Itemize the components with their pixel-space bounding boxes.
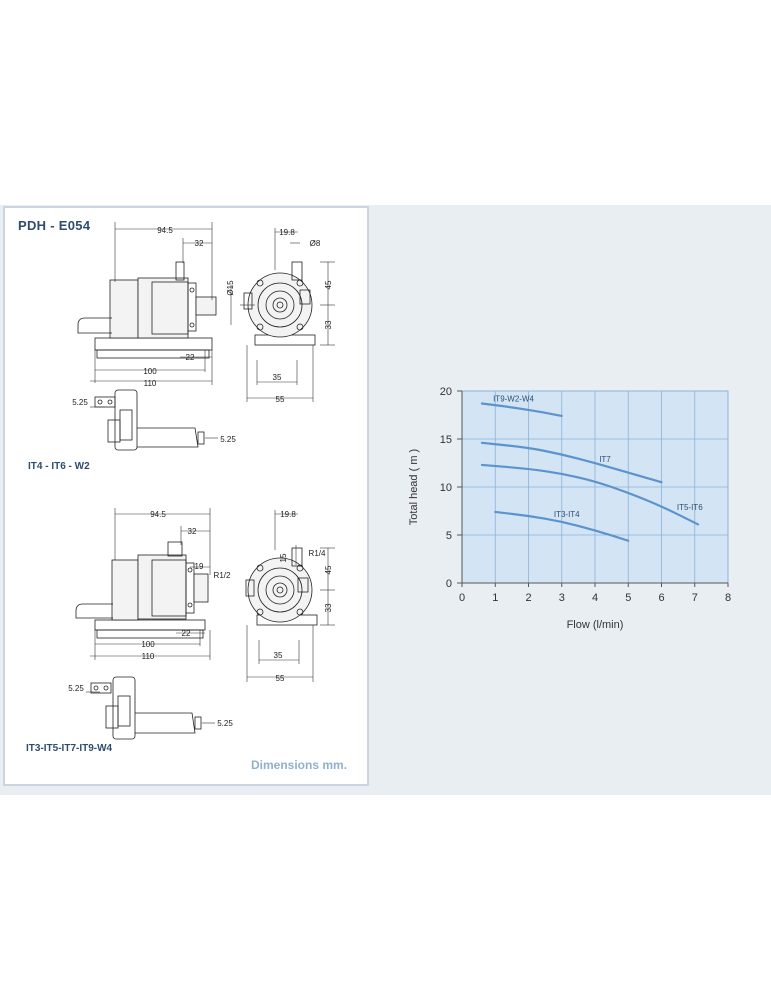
dim-35-top: 35 — [273, 373, 282, 382]
dim-d8-top: Ø8 — [310, 239, 321, 248]
dim-110-bottom: 110 — [142, 652, 155, 661]
x-tick-label: 8 — [725, 592, 731, 604]
pump-side-view-bottom — [75, 541, 209, 639]
dim-33-top: 33 — [324, 320, 333, 329]
dim-5-25a-bottom: 5.25 — [68, 684, 84, 693]
pump-mount-view-top — [94, 389, 205, 451]
dim-22-top: 22 — [186, 353, 195, 362]
series-line-it5-it6 — [480, 463, 700, 526]
dim-100-bottom: 100 — [141, 640, 155, 649]
dim-19-8-top: 19.8 — [279, 228, 295, 237]
x-tick-label: 1 — [492, 592, 498, 604]
dim-r14-bottom: R1/4 — [309, 549, 326, 558]
y-tick-label: 5 — [446, 530, 452, 542]
dim-94-5-bottom: 94.5 — [150, 510, 166, 519]
series-line-it3-it4 — [494, 510, 630, 542]
x-tick-label: 2 — [525, 592, 531, 604]
series-label-it9-w2-w4: IT9-W2-W4 — [493, 395, 534, 404]
y-tick-label: 15 — [440, 434, 452, 446]
dim-94-5-top: 94.5 — [157, 226, 173, 235]
dim-5-25b-bottom: 5.25 — [217, 719, 233, 728]
x-tick-label: 5 — [625, 592, 631, 604]
series-label-it5-it6: IT5-IT6 — [677, 503, 703, 512]
series-line-it7 — [480, 441, 663, 484]
y-tick-label: 20 — [440, 386, 452, 398]
dim-22-bottom: 22 — [182, 629, 191, 638]
dim-32-top: 32 — [195, 239, 204, 248]
x-axis-label: Flow (l/min) — [567, 619, 624, 631]
dim-19-bottom: 19 — [195, 562, 204, 571]
model-label-bottom: IT3-IT5-IT7-IT9-W4 — [26, 743, 113, 754]
dim-r12-bottom: R1/2 — [214, 571, 231, 580]
dim-32-bottom: 32 — [188, 527, 197, 536]
dim-100-top: 100 — [143, 367, 157, 376]
dim-5-25a-top: 5.25 — [72, 398, 88, 407]
chart-axes: 0 1 2 3 4 5 6 7 8 0 5 10 15 20 — [440, 386, 731, 604]
series-label-it7: IT7 — [599, 455, 611, 464]
dim-d15-top: Ø15 — [226, 280, 235, 296]
series-line-it9-w2-w4 — [480, 402, 563, 418]
pump-side-view-top — [77, 261, 217, 359]
dim-110-top: 110 — [144, 379, 157, 388]
dim-5-25b-top: 5.25 — [220, 435, 236, 444]
pump-front-view-top — [243, 261, 316, 346]
x-tick-label: 3 — [559, 592, 565, 604]
dim-55-top: 55 — [276, 395, 285, 404]
y-axis-label: Total head ( m ) — [408, 449, 420, 525]
x-tick-label: 6 — [658, 592, 664, 604]
sheet-title: PDH - E054 — [18, 218, 91, 233]
model-label-top: IT4 - IT6 - W2 — [28, 461, 90, 472]
y-tick-label: 0 — [446, 578, 452, 590]
dim-15-bottom: 15 — [279, 553, 288, 562]
series-label-it3-it4: IT3-IT4 — [554, 510, 580, 519]
y-tick-label: 10 — [440, 482, 452, 494]
pump-mount-view-bottom — [90, 676, 202, 740]
dim-45-bottom: 45 — [324, 565, 333, 574]
dimensions-note: Dimensions mm. — [251, 758, 348, 772]
x-tick-label: 0 — [459, 592, 465, 604]
dim-33-bottom: 33 — [324, 603, 333, 612]
dim-55-bottom: 55 — [276, 674, 285, 683]
x-tick-label: 7 — [692, 592, 698, 604]
x-tick-label: 4 — [592, 592, 598, 604]
pump-front-view-bottom — [245, 547, 318, 626]
dim-19-8-bottom: 19.8 — [280, 510, 296, 519]
dim-35-bottom: 35 — [274, 651, 283, 660]
dim-45-top: 45 — [324, 280, 333, 289]
